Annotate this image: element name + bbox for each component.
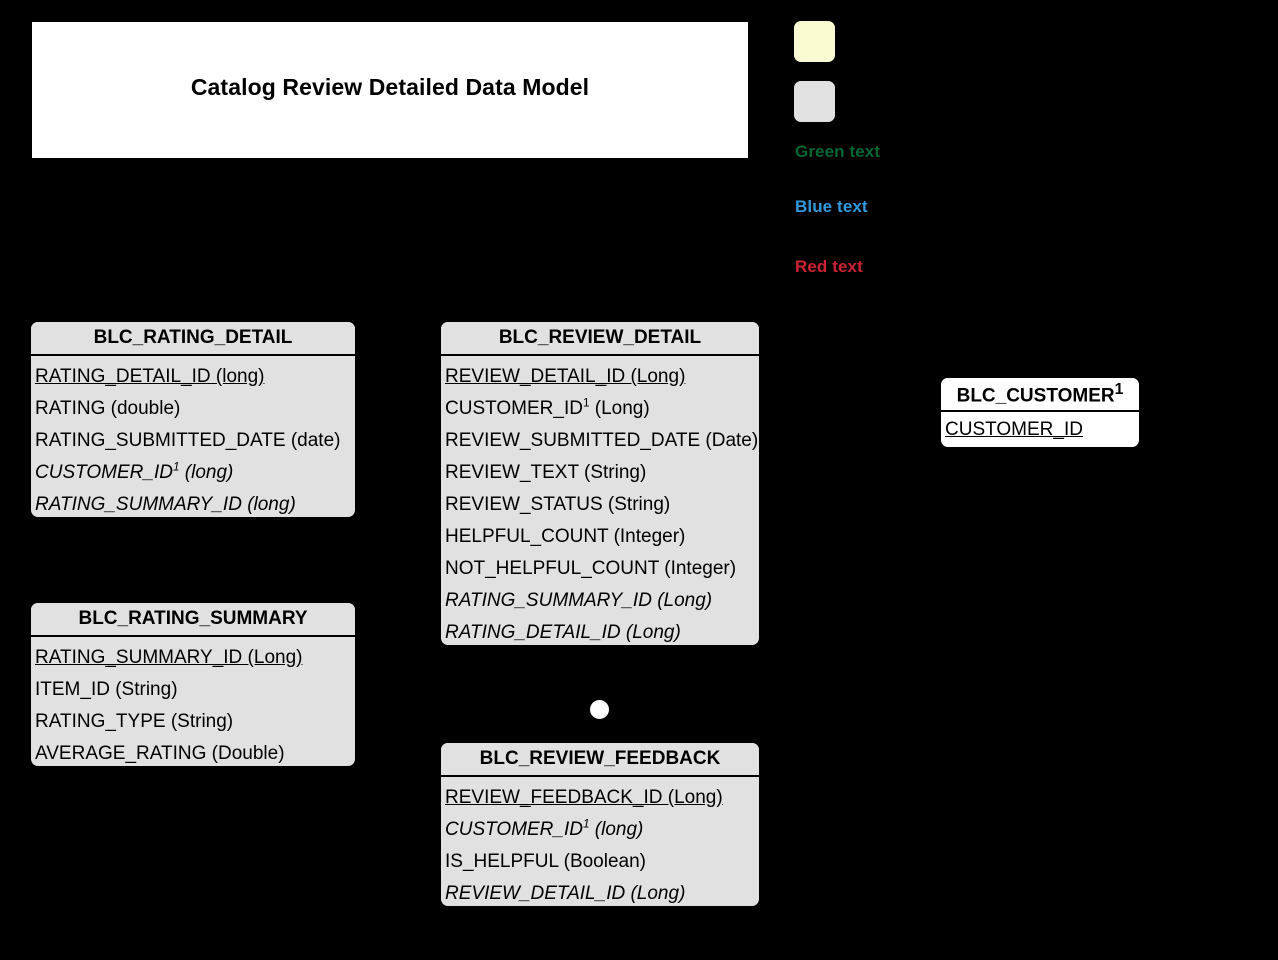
page-title: Catalog Review Detailed Data Model (190, 74, 590, 100)
entity-field: REVIEW_FEEDBACK_ID (Long) (445, 787, 723, 808)
entity-fields-blc-review-detail: REVIEW_DETAIL_ID (Long) CUSTOMER_ID1 (Lon… (441, 356, 759, 645)
entity-field: NOT_HELPFUL_COUNT (Integer) (445, 558, 737, 579)
entity-blc-customer[interactable]: BLC_CUSTOMER1 CUSTOMER_ID (941, 378, 1139, 447)
entity-field: RATING_SUMMARY_ID (Long) (445, 590, 713, 611)
relationship-dot (590, 700, 609, 719)
field-superscript: 1 (172, 460, 180, 474)
entity-title: BLC_CUSTOMER1 (956, 380, 1124, 407)
entity-field: CUSTOMER_ID (945, 419, 1083, 440)
entity-title: BLC_REVIEW_DETAIL (498, 327, 702, 348)
entity-title: BLC_RATING_SUMMARY (78, 608, 308, 629)
entity-fields-blc-rating-summary: RATING_SUMMARY_ID (Long) ITEM_ID (String)… (31, 637, 355, 766)
entity-field: ITEM_ID (String) (35, 679, 178, 700)
entity-blc-review-detail[interactable]: BLC_REVIEW_DETAIL REVIEW_DETAIL_ID (Long… (441, 322, 759, 645)
legend-gray-swatch (794, 81, 835, 122)
entity-field: CUSTOMER_ID1 (long) (445, 817, 644, 840)
legend-blue-text: Blue text (795, 197, 868, 216)
legend: Green text Blue text Red text (794, 21, 1154, 291)
entity-blc-rating-summary[interactable]: BLC_RATING_SUMMARY RATING_SUMMARY_ID (Lo… (31, 603, 355, 766)
entity-title-superscript: 1 (1114, 380, 1124, 398)
entity-field: RATING_SUMMARY_ID (long) (35, 494, 296, 515)
entity-field: RATING_DETAIL_ID (long) (35, 366, 265, 387)
entity-header-blc-customer: BLC_CUSTOMER1 (941, 378, 1139, 412)
entity-fields-blc-customer: CUSTOMER_ID (941, 412, 1139, 447)
entity-field: RATING (double) (35, 398, 181, 419)
entity-field: AVERAGE_RATING (Double) (35, 743, 285, 764)
diagram-title-card: Catalog Review Detailed Data Model (31, 21, 749, 159)
entity-fields-blc-rating-detail: RATING_DETAIL_ID (long) RATING (double) RA… (31, 356, 355, 517)
legend-yellow-swatch (794, 21, 835, 62)
entity-field: RATING_SUMMARY_ID (Long) (35, 647, 303, 668)
entity-field: REVIEW_TEXT (String) (445, 462, 647, 483)
legend-green-text: Green text (795, 142, 881, 161)
entity-field: REVIEW_DETAIL_ID (Long) (445, 883, 686, 904)
entity-field: HELPFUL_COUNT (Integer) (445, 526, 686, 547)
entity-blc-rating-detail[interactable]: BLC_RATING_DETAIL RATING_DETAIL_ID (long… (31, 322, 355, 517)
entity-header-blc-review-detail: BLC_REVIEW_DETAIL (441, 322, 759, 356)
entity-title: BLC_RATING_DETAIL (93, 327, 293, 348)
entity-field: CUSTOMER_ID1 (long) (35, 460, 234, 483)
entity-header-blc-rating-detail: BLC_RATING_DETAIL (31, 322, 355, 356)
entity-header-blc-review-feedback: BLC_REVIEW_FEEDBACK (441, 743, 759, 777)
entity-field: RATING_DETAIL_ID (Long) (445, 622, 681, 643)
entity-field: CUSTOMER_ID1 (Long) (445, 396, 650, 419)
entity-field: REVIEW_DETAIL_ID (Long) (445, 366, 686, 387)
entity-blc-review-feedback[interactable]: BLC_REVIEW_FEEDBACK REVIEW_FEEDBACK_ID (… (441, 743, 759, 906)
field-superscript: 1 (582, 817, 590, 831)
entity-title: BLC_REVIEW_FEEDBACK (479, 748, 721, 769)
entity-field: IS_HELPFUL (Boolean) (445, 851, 647, 872)
legend-red-text: Red text (795, 257, 863, 276)
entity-header-blc-rating-summary: BLC_RATING_SUMMARY (31, 603, 355, 637)
entity-fields-blc-review-feedback: REVIEW_FEEDBACK_ID (Long) CUSTOMER_ID1 (l… (441, 777, 759, 906)
entity-field: REVIEW_SUBMITTED_DATE (Date) (445, 430, 759, 451)
field-superscript: 1 (582, 396, 590, 410)
entity-field: RATING_TYPE (String) (35, 711, 234, 732)
entity-field: REVIEW_STATUS (String) (445, 494, 671, 515)
entity-field: RATING_SUBMITTED_DATE (date) (35, 430, 341, 451)
